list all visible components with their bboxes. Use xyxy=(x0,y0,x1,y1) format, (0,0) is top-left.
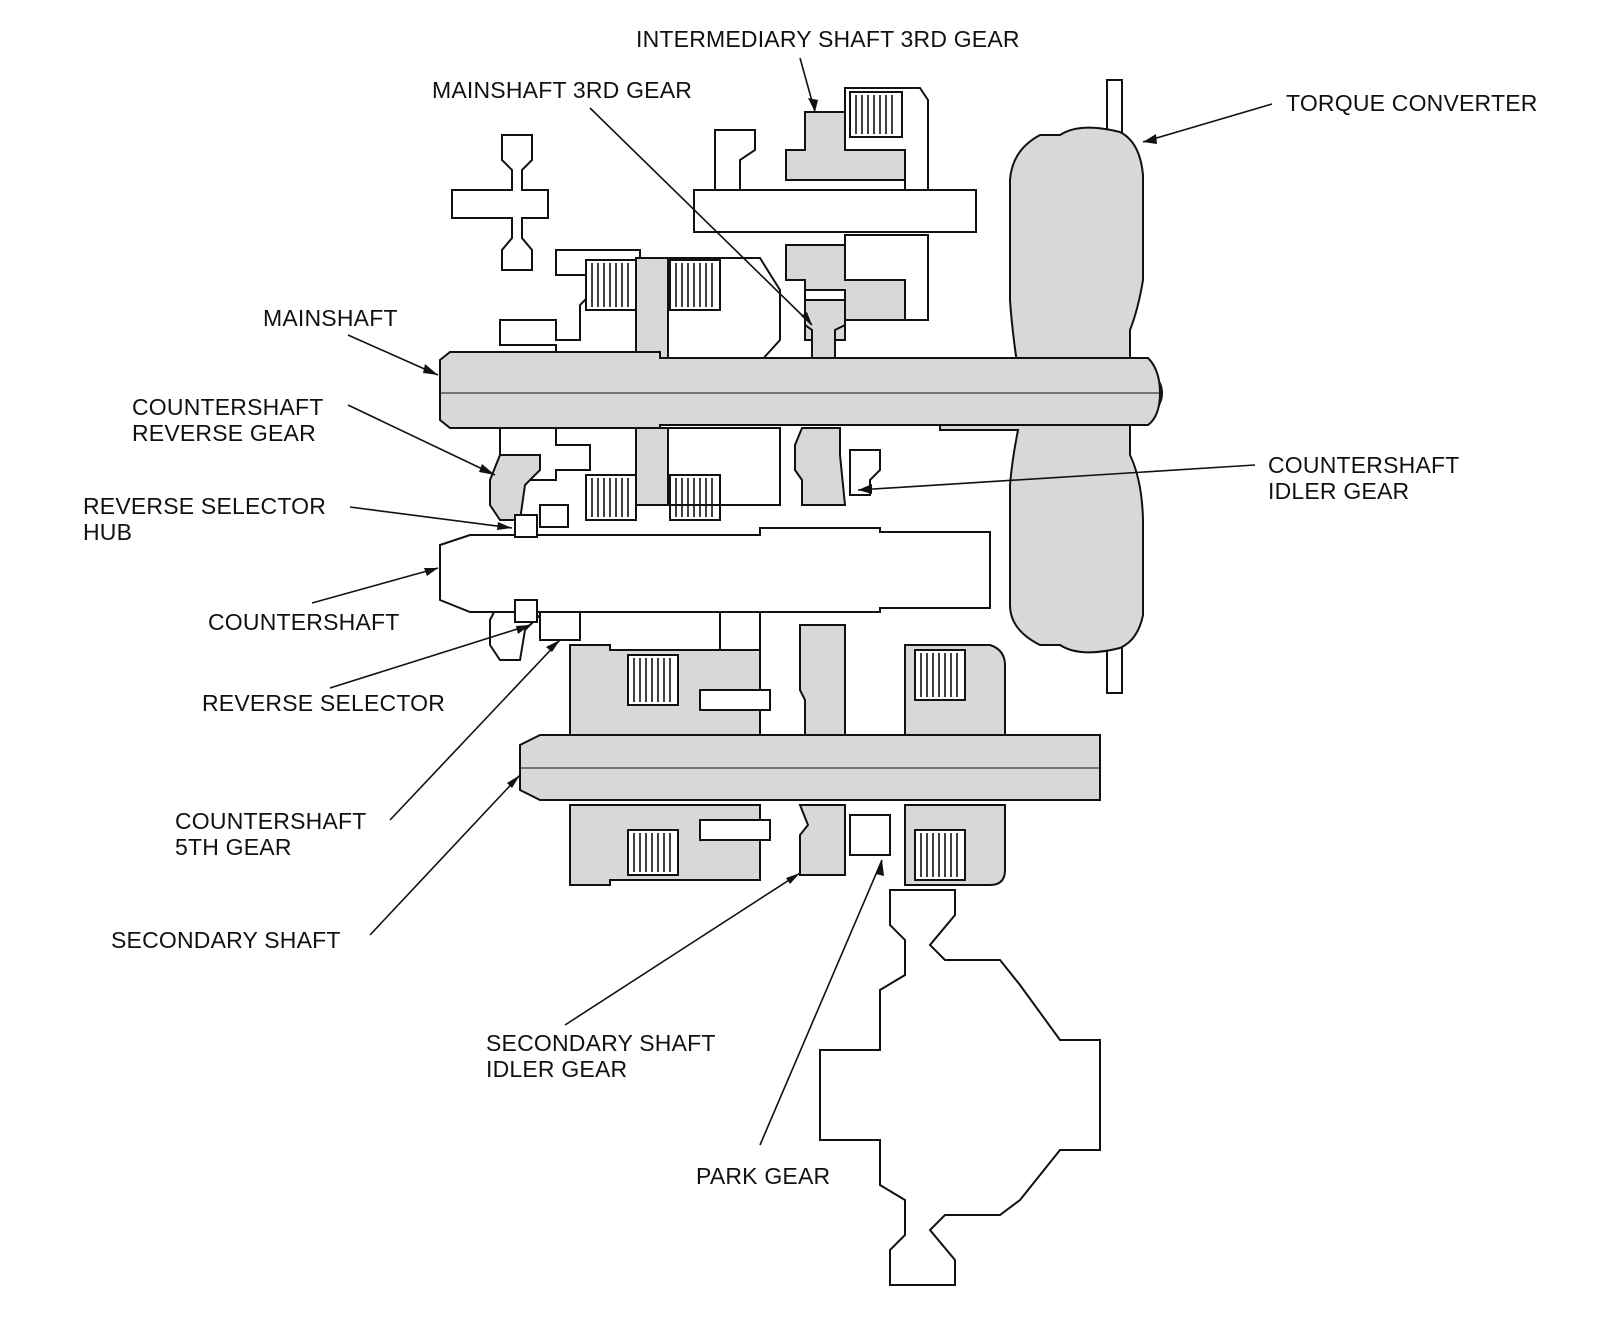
secondary-shaft-clutch-pack-2 xyxy=(627,829,679,876)
label-torque-converter: TORQUE CONVERTER xyxy=(1286,90,1538,116)
leader-secondary-shaft-idler-gear xyxy=(564,872,801,1026)
label-secondary-shaft-idler-gear-line2: IDLER GEAR xyxy=(486,1056,628,1082)
parking-pawl-assembly xyxy=(451,134,549,271)
intermediary-shaft-3rd-clutch-pack xyxy=(849,91,903,138)
label-intermediary-shaft-3rd-gear: INTERMEDIARY SHAFT 3RD GEAR xyxy=(636,26,1020,52)
leader-torque-converter xyxy=(1142,103,1273,143)
label-secondary-shaft: SECONDARY SHAFT xyxy=(111,927,341,953)
label-park-gear: PARK GEAR xyxy=(696,1163,831,1189)
label-secondary-shaft-idler-gear-line1: SECONDARY SHAFT xyxy=(486,1030,716,1056)
label-countershaft-reverse-gear-line1: COUNTERSHAFT xyxy=(132,394,324,420)
label-mainshaft-3rd-gear: MAINSHAFT 3RD GEAR xyxy=(432,77,693,103)
mainshaft-lower-clutch-pack-2 xyxy=(669,474,721,521)
leader-secondary-shaft xyxy=(369,774,521,936)
label-countershaft-5th-gear-line2: 5TH GEAR xyxy=(175,834,292,860)
mainshaft-assembly xyxy=(439,249,1162,521)
leader-park-gear xyxy=(759,859,883,1146)
label-countershaft-reverse-gear-line2: REVERSE GEAR xyxy=(132,420,316,446)
leader-mainshaft-3rd-gear xyxy=(589,107,813,326)
label-countershaft: COUNTERSHAFT xyxy=(208,609,400,635)
leader-reverse-selector-hub xyxy=(349,506,513,529)
differential-assembly xyxy=(819,889,1101,1286)
leader-lines xyxy=(311,57,1273,1146)
leader-countershaft xyxy=(311,567,439,604)
label-countershaft-idler-gear-line2: IDLER GEAR xyxy=(1268,478,1410,504)
mainshaft-upper-clutch-pack-2 xyxy=(669,259,721,311)
secondary-shaft-clutch-pack-1 xyxy=(627,654,679,706)
leader-countershaft-5th-gear xyxy=(389,639,561,821)
label-reverse-selector-hub-line2: HUB xyxy=(83,519,133,545)
leader-reverse-selector xyxy=(329,624,531,689)
mainshaft-upper-clutch-pack-1 xyxy=(585,259,637,311)
countershaft-assembly xyxy=(439,504,991,653)
label-reverse-selector-hub-line1: REVERSE SELECTOR xyxy=(83,493,327,519)
label-reverse-selector: REVERSE SELECTOR xyxy=(202,690,446,716)
label-countershaft-5th-gear-line1: COUNTERSHAFT xyxy=(175,808,367,834)
mainshaft-lower-clutch-pack-1 xyxy=(585,474,637,521)
leader-arrowheads xyxy=(423,98,1157,884)
leader-countershaft-idler-gear xyxy=(857,464,1256,491)
leader-mainshaft xyxy=(347,334,439,376)
secondary-shaft-clutch-pack-3 xyxy=(914,649,966,701)
secondary-shaft-assembly xyxy=(519,624,1101,886)
label-countershaft-idler-gear-line1: COUNTERSHAFT xyxy=(1268,452,1460,478)
label-mainshaft: MAINSHAFT xyxy=(263,305,398,331)
leader-countershaft-reverse-gear xyxy=(347,404,496,476)
secondary-shaft-clutch-pack-4 xyxy=(914,829,966,881)
